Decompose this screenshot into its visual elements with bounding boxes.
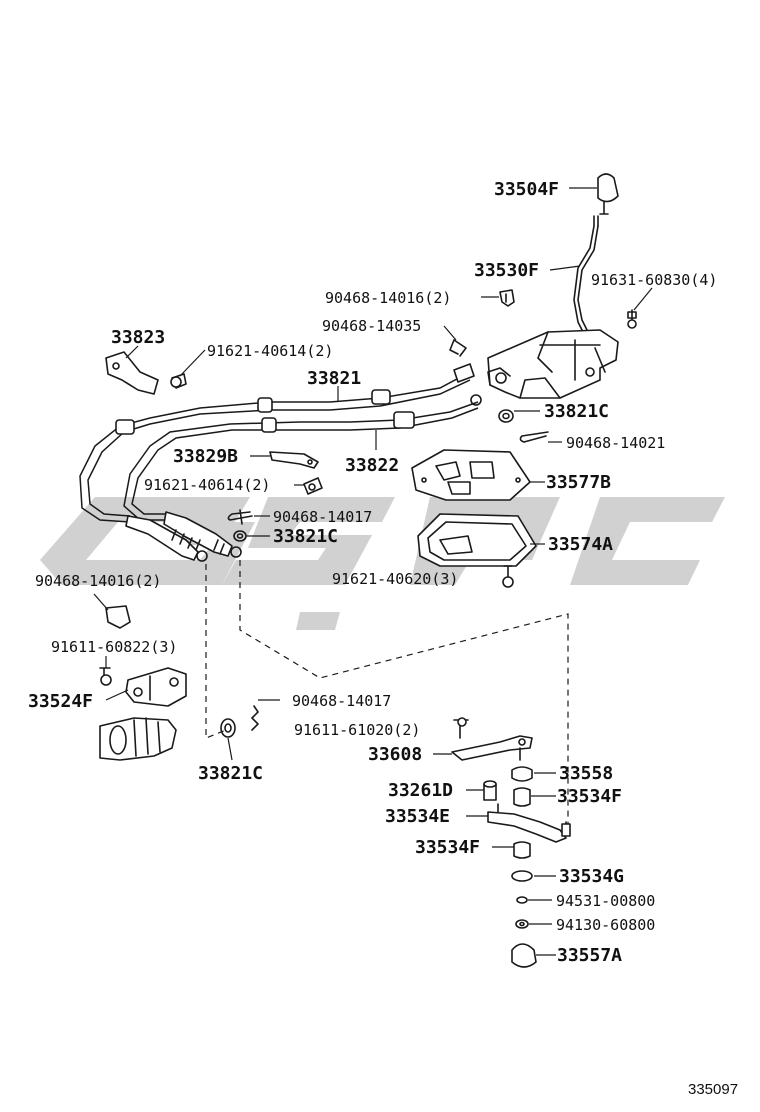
transmission-shift-housing <box>99 717 177 761</box>
label-90468-14016-lower: 90468-14016(2) <box>35 572 161 590</box>
label-90468-14017-upper: 90468-14017 <box>273 508 372 526</box>
label-91611-60822: 91611-60822(3) <box>51 638 177 656</box>
label-33608: 33608 <box>368 744 422 765</box>
label-90468-14035: 90468-14035 <box>322 317 421 335</box>
diagram-number: 335097 <box>688 1081 738 1098</box>
nut-94130-60800 <box>515 919 529 929</box>
bolt-91631-60830 <box>627 309 637 329</box>
leader-91631-60830 <box>633 287 653 311</box>
leader-33821C-lower <box>227 737 233 761</box>
bushing-33558 <box>511 766 533 782</box>
label-91621-40614-top: 91621-40614(2) <box>207 342 333 360</box>
bolt-91621-40614-mid <box>303 477 323 495</box>
callout-labels: 33504F 33530F 91631-60830(4) 90468-14016… <box>28 179 738 1098</box>
washer-33821C-lower <box>220 718 236 738</box>
pin-33261D <box>483 780 497 801</box>
label-94531-00800: 94531-00800 <box>556 892 655 910</box>
leader-33524F <box>105 689 129 701</box>
label-33534E: 33534E <box>385 806 450 827</box>
lever-33608 <box>451 735 533 761</box>
bolt-91621-40614-top <box>170 373 187 389</box>
label-33558: 33558 <box>559 763 613 784</box>
clip-90468-14017-lower <box>251 699 280 731</box>
label-33574A: 33574A <box>548 534 613 555</box>
clip-90468-14016-lower <box>105 605 131 629</box>
label-91631-60830: 91631-60830(4) <box>591 271 717 289</box>
watermark-logo <box>40 497 725 630</box>
bushing-33534F-lower <box>513 841 531 859</box>
label-33822: 33822 <box>345 455 399 476</box>
shift-cable-assemblies <box>79 363 482 562</box>
boot-33557A <box>511 943 537 968</box>
label-33577B: 33577B <box>546 472 611 493</box>
label-33524F: 33524F <box>28 691 93 712</box>
leader-90468-14016-lower <box>93 593 109 611</box>
bolt-91621-40620 <box>502 565 514 588</box>
label-33821C-lower: 33821C <box>198 763 263 784</box>
washer-33821C-mid <box>233 530 247 542</box>
bolt-91611-60822 <box>99 667 112 686</box>
label-33534F-upper: 33534F <box>557 786 622 807</box>
bushing-33534F-upper <box>513 787 531 807</box>
label-90468-14021: 90468-14021 <box>566 434 665 452</box>
leader-91621-40614-top <box>179 349 206 377</box>
clip-90468-14035 <box>449 339 467 357</box>
label-33534G: 33534G <box>559 866 624 887</box>
label-33821C-top: 33821C <box>544 401 609 422</box>
leader-33823 <box>125 345 139 359</box>
dashed-connection-lines <box>205 560 569 826</box>
washer-94531-00800 <box>516 896 528 904</box>
bracket-33524F <box>125 667 187 707</box>
label-33821: 33821 <box>307 368 361 389</box>
shift-knob <box>597 173 619 215</box>
label-90468-14017-lower: 90468-14017 <box>292 692 391 710</box>
label-94130-60800: 94130-60800 <box>556 916 655 934</box>
label-33504F: 33504F <box>494 179 559 200</box>
clip-90468-14016-top <box>499 289 515 307</box>
label-91621-40620: 91621-40620(3) <box>332 570 458 588</box>
label-33534F-lower: 33534F <box>415 837 480 858</box>
bushing-33534G <box>511 870 533 882</box>
bracket-33829B <box>269 451 319 469</box>
label-33261D: 33261D <box>388 780 453 801</box>
label-33821C-mid: 33821C <box>273 526 338 547</box>
retainer-plate-33577B <box>411 449 531 501</box>
washer-33821C-top <box>498 409 514 423</box>
bracket-33823 <box>105 351 159 395</box>
lever-33534E <box>487 803 571 843</box>
label-33829B: 33829B <box>173 446 238 467</box>
clip-90468-14017-upper <box>227 509 253 525</box>
shift-lever <box>573 215 599 335</box>
clip-90468-14021 <box>519 431 549 443</box>
leader-33530F <box>549 265 581 271</box>
label-90468-14016-top: 90468-14016(2) <box>325 289 451 307</box>
label-33530F: 33530F <box>474 260 539 281</box>
gasket-plate-33574A <box>417 513 537 567</box>
bolt-91611-61020 <box>453 717 469 739</box>
label-33557A: 33557A <box>557 945 622 966</box>
leader-90468-14035 <box>443 325 457 341</box>
label-91621-40614-mid: 91621-40614(2) <box>144 476 270 494</box>
shift-lever-housing <box>487 329 619 399</box>
label-33823: 33823 <box>111 327 165 348</box>
label-91611-61020: 91611-61020(2) <box>294 721 420 739</box>
